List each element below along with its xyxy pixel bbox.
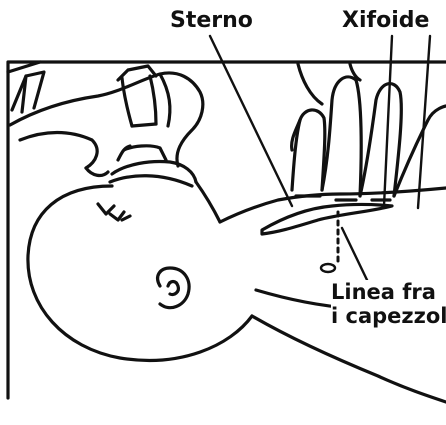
infant-ear: [158, 268, 189, 308]
face-mask: [110, 146, 196, 186]
xifoide-label: Xifoide: [342, 8, 429, 33]
sternum-marking: [262, 205, 392, 235]
panel-frame: [8, 62, 446, 398]
infant-hair: [98, 204, 130, 220]
linea-leader-line: [342, 228, 368, 282]
bag-valve-equipment: [8, 62, 44, 112]
left-rescuer-hand: [10, 66, 203, 175]
nipple-line-label-line2: i capezzoli: [331, 304, 446, 328]
nipple-line-label-line1: Linea fra: [331, 280, 438, 304]
sterno-label: Sterno: [170, 8, 253, 33]
nipple-marker: [321, 264, 335, 272]
